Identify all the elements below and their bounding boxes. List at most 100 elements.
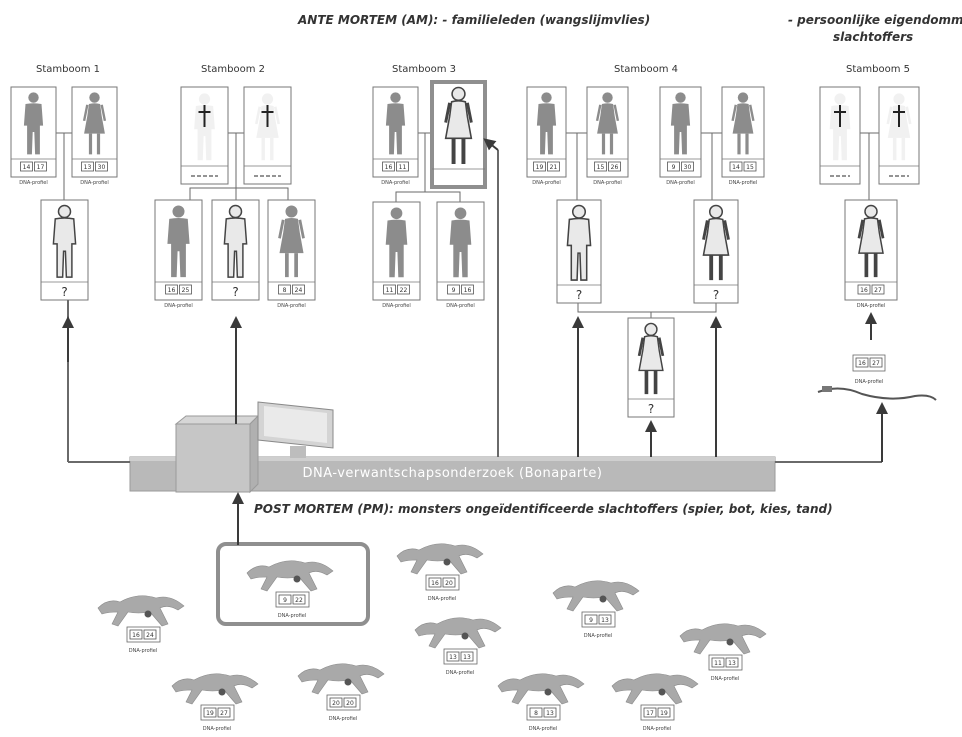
person-head [228, 204, 243, 219]
dna-marker-value: 19 [660, 710, 668, 717]
dna-marker-box [681, 161, 694, 172]
dna-marker-value: 13 [449, 654, 457, 661]
dna-profile-label: DNA-profiel [19, 180, 48, 186]
dna-profile-label: DNA-profiel [277, 303, 306, 309]
dna-marker-box [598, 614, 612, 625]
unknown-person-mark: ? [232, 285, 238, 299]
male-person-icon [385, 207, 408, 278]
dna-marker-box [460, 651, 474, 662]
person-head [172, 205, 185, 218]
tree1-missing-person-card: ? [40, 199, 89, 301]
person-head [644, 322, 658, 337]
dna-profile-label: DNA-profiel [529, 726, 558, 732]
person-body [23, 103, 44, 155]
person-body [566, 217, 592, 281]
dna-marker-value: 8 [534, 710, 538, 717]
dna-profile-label: DNA-profiel [203, 726, 232, 732]
person-body [223, 217, 248, 278]
tree-title-3: Stamboom 3 [392, 64, 457, 75]
dna-marker-value: 9 [452, 287, 456, 294]
male-person-icon [566, 204, 592, 281]
dna-marker-box [447, 284, 460, 295]
dna-marker-box [278, 284, 291, 295]
dna-marker-box [608, 161, 621, 172]
dna-marker-value: 16 [431, 580, 439, 587]
identified-victim-highlight [216, 542, 370, 626]
tree5-deceased-mother-card [878, 86, 920, 185]
person-arms [444, 102, 473, 123]
dna-marker-box [81, 161, 94, 172]
dna-marker-box [869, 357, 883, 368]
post-mortem-title: POST MORTEM (PM): monsters ongeïdentific… [254, 502, 833, 516]
dna-marker-box [278, 594, 292, 605]
item-profile-frame [852, 354, 886, 372]
female-person-icon [595, 92, 620, 155]
female-person-icon [82, 92, 107, 155]
dna-marker-value: 27 [874, 287, 882, 294]
tree-title-4: Stamboom 4 [614, 64, 679, 75]
dna-marker-value: 20 [332, 700, 340, 707]
person-head [675, 92, 686, 103]
person-body [670, 103, 691, 155]
dna-marker-box [34, 161, 47, 172]
tree-title-2: Stamboom 2 [201, 64, 266, 75]
toothbrush-icon [817, 387, 937, 401]
bonaparte-bar-label: DNA-verwantschapsonderzoek (Bonaparte) [302, 466, 603, 481]
dna-marker-box [547, 161, 560, 172]
unknown-person-mark: ? [576, 288, 582, 302]
person-arms [702, 220, 730, 240]
male-person-icon [536, 92, 557, 155]
dna-marker-value: 13 [463, 654, 471, 661]
victim-silhouette-icon [679, 623, 767, 655]
person-arms [255, 106, 280, 125]
person-legs [261, 137, 274, 161]
person-legs [285, 253, 298, 278]
person-legs [644, 370, 658, 395]
female-person-icon [702, 204, 730, 281]
sample-site-icon [461, 632, 469, 640]
female-person-icon [857, 204, 885, 278]
dna-marker-box [217, 707, 231, 718]
dna-marker-box [143, 629, 157, 640]
dna-marker-value: 19 [536, 164, 544, 171]
male-person-icon [449, 207, 472, 278]
dna-profile-label: DNA-profiel [643, 726, 672, 732]
tree-title-1: Stamboom 1 [36, 64, 101, 75]
dna-marker-value: 16 [464, 287, 472, 294]
person-legs [737, 133, 749, 155]
tree2-missing-person-card: ? [211, 199, 260, 301]
female-person-icon [444, 86, 473, 165]
person-head [737, 92, 749, 103]
dna-marker-value: 16 [168, 287, 176, 294]
person-legs [864, 253, 878, 278]
person-legs [88, 133, 101, 155]
dna-marker-box [529, 707, 543, 718]
dna-profile-label: DNA-profiel [381, 180, 410, 186]
dna-marker-value: 30 [98, 164, 106, 171]
dna-marker-box [533, 161, 546, 172]
person-body [858, 217, 884, 254]
dna-marker-value: 22 [400, 287, 408, 294]
tree2-deceased-father-card [180, 86, 229, 185]
dna-marker-box [729, 161, 743, 172]
dna-marker-value: 11 [399, 164, 407, 171]
